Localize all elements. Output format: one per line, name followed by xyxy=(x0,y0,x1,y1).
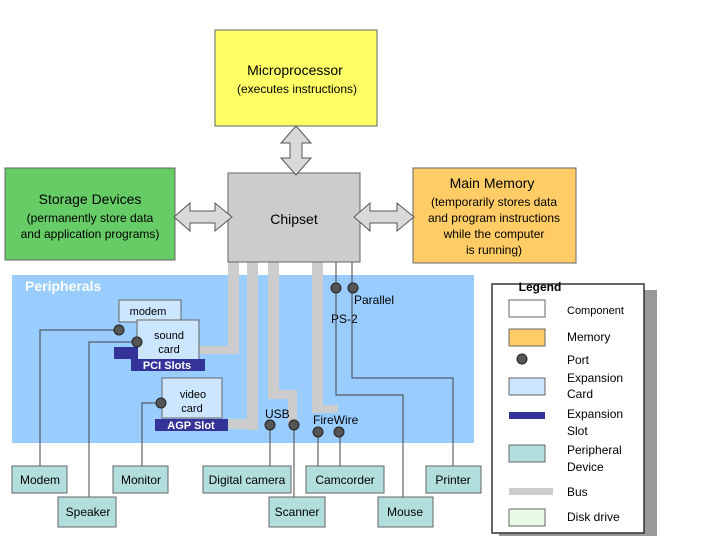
memory-line1: (temporarily stores data xyxy=(431,195,557,209)
legend-expansion-slot-swatch xyxy=(509,412,545,419)
legend-memory-swatch xyxy=(508,328,546,347)
video-card: video card xyxy=(161,377,223,419)
device-digital-camera-label: Digital camera xyxy=(209,473,286,487)
device-modem: Modem xyxy=(11,465,68,494)
main-memory-box: Main Memory (temporarily stores data and… xyxy=(412,167,577,264)
device-scanner-label: Scanner xyxy=(275,505,320,519)
legend-bus-label: Bus xyxy=(567,485,588,499)
device-scanner: Scanner xyxy=(268,496,326,528)
video-card-port xyxy=(155,397,167,409)
legend-bus-swatch xyxy=(509,488,553,495)
legend-disk-drive-swatch xyxy=(508,508,546,527)
device-monitor: Monitor xyxy=(112,465,169,494)
device-speaker: Speaker xyxy=(57,496,117,528)
memory-line3: while the computer xyxy=(443,227,545,241)
sound-card: sound card xyxy=(136,319,200,361)
device-modem-label: Modem xyxy=(20,473,60,487)
peripherals-region xyxy=(12,275,474,443)
sound-card-port xyxy=(131,336,143,348)
firewire-port-1 xyxy=(312,426,324,438)
microprocessor-title: Microprocessor xyxy=(247,62,343,78)
memory-title: Main Memory xyxy=(450,175,535,191)
legend-peripheral-device-line2: Device xyxy=(567,460,604,474)
storage-line2: and application programs) xyxy=(21,227,160,241)
device-digital-camera: Digital camera xyxy=(202,465,292,494)
legend-port-swatch xyxy=(516,353,528,365)
video-card-line2: card xyxy=(181,403,202,415)
modem-card: modem xyxy=(118,299,182,323)
bus-lines xyxy=(192,262,338,430)
microprocessor-box: Microprocessor (executes instructions) xyxy=(214,29,378,127)
pci-slots-label: PCI Slots xyxy=(143,360,191,372)
sound-card-line2: card xyxy=(158,344,179,356)
legend-component-label: Component xyxy=(567,305,624,317)
sound-card-line1: sound xyxy=(154,330,184,342)
ps2-port xyxy=(330,282,342,294)
legend-disk-drive-label: Disk drive xyxy=(567,510,620,524)
modem-card-label: modem xyxy=(130,306,167,318)
parallel-label: Parallel xyxy=(354,293,394,307)
legend-title: Legend xyxy=(519,280,562,294)
memory-line4: is running) xyxy=(466,243,522,257)
chipset-title: Chipset xyxy=(270,211,318,227)
chipset-memory-arrow xyxy=(353,201,415,233)
microprocessor-subtitle: (executes instructions) xyxy=(237,82,357,96)
storage-title: Storage Devices xyxy=(39,191,142,207)
storage-devices-box: Storage Devices (permanently store data … xyxy=(4,167,176,261)
legend-expansion-card-line2: Card xyxy=(567,387,593,401)
video-card-line1: video xyxy=(180,389,206,401)
legend-expansion-card-line1: Expansion xyxy=(567,371,623,385)
device-mouse-label: Mouse xyxy=(387,505,423,519)
firewire-port-2 xyxy=(333,426,345,438)
usb-label: USB xyxy=(265,407,290,421)
chipset-box: Chipset xyxy=(227,172,361,263)
ports xyxy=(113,282,359,438)
legend-port-label: Port xyxy=(567,353,590,367)
modem-port xyxy=(113,324,125,336)
ps2-label: PS-2 xyxy=(331,312,358,326)
legend-component-swatch xyxy=(508,299,546,318)
agp-slot-label: AGP Slot xyxy=(167,420,215,432)
legend-peripheral-device-line1: Peripheral xyxy=(567,443,622,457)
device-monitor-label: Monitor xyxy=(121,473,161,487)
pci-slots: PCI Slots xyxy=(131,359,205,372)
usb-port-2 xyxy=(288,419,300,431)
device-printer-label: Printer xyxy=(435,473,470,487)
legend-expansion-card-swatch xyxy=(508,377,546,396)
device-mouse: Mouse xyxy=(377,496,434,528)
legend-memory-label: Memory xyxy=(567,330,610,344)
usb-port-1 xyxy=(264,419,276,431)
legend-expansion-slot-line1: Expansion xyxy=(567,407,623,421)
agp-slot: AGP Slot xyxy=(155,419,228,432)
expansion-slot-stub xyxy=(114,347,138,359)
legend-peripheral-device-swatch xyxy=(508,444,546,463)
legend-expansion-slot-line2: Slot xyxy=(567,424,588,438)
parallel-port xyxy=(347,282,359,294)
firewire-label: FireWire xyxy=(313,413,359,427)
peripherals-title: Peripherals xyxy=(25,278,101,294)
device-camcorder: Camcorder xyxy=(305,465,385,494)
legend: Legend Component Memory Port Expansion C… xyxy=(491,280,657,536)
memory-line2: and program instructions xyxy=(428,211,560,225)
storage-line1: (permanently store data xyxy=(27,211,154,225)
storage-chipset-arrow xyxy=(173,201,233,233)
device-speaker-label: Speaker xyxy=(66,505,111,519)
device-printer: Printer xyxy=(425,465,482,494)
chipset-microprocessor-arrow xyxy=(279,125,313,176)
device-camcorder-label: Camcorder xyxy=(315,473,374,487)
